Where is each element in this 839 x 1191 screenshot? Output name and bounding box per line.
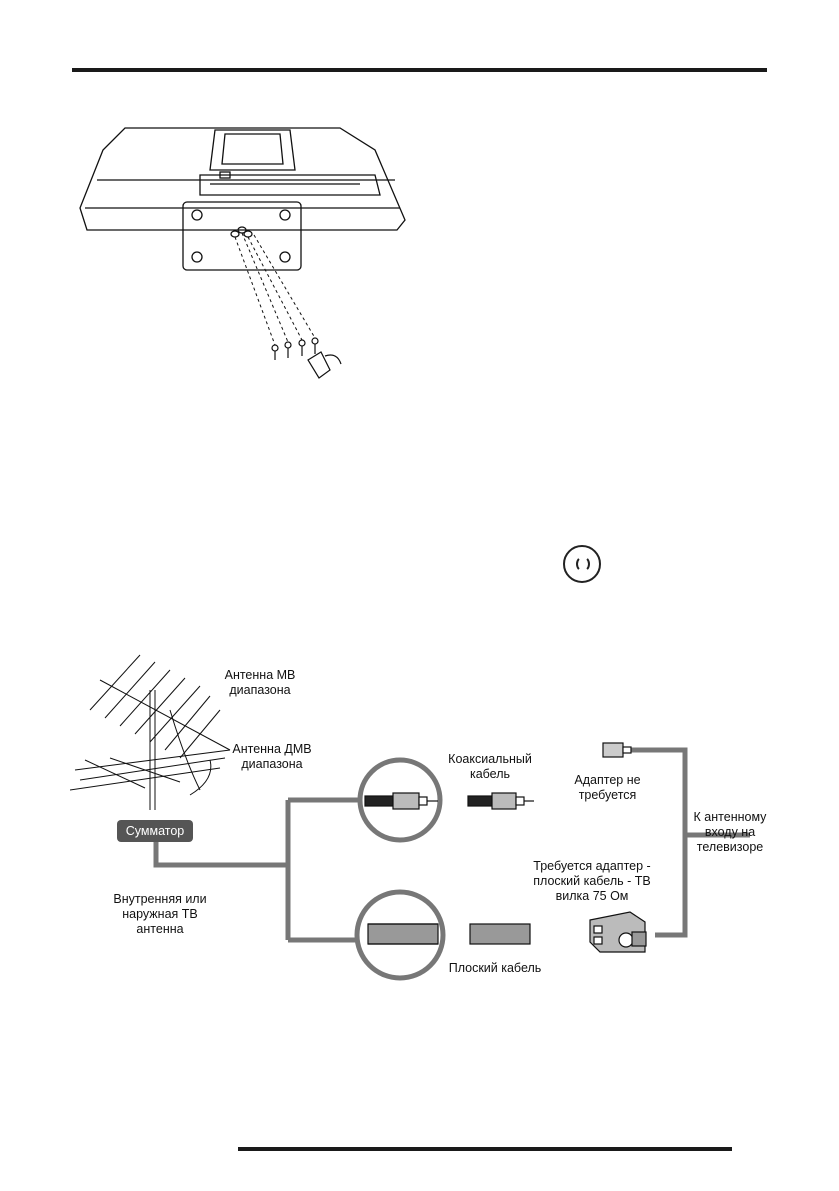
power-icon — [563, 545, 601, 583]
vhf-antenna-label: Антенна МВ диапазона — [224, 668, 296, 697]
antenna-connection-diagram — [70, 654, 750, 981]
coaxial-cable-label: Коаксиальный кабель — [448, 752, 532, 781]
antenna-type-label: Внутренняя или наружная ТВ антенна — [113, 892, 207, 936]
bottom-rule — [238, 1147, 732, 1151]
adapter-required-label: Требуется адаптер - плоский кабель - ТВ … — [533, 859, 651, 903]
uhf-antenna-label: Антенна ДМВ диапазона — [232, 742, 312, 771]
tv-stand-illustration — [79, 127, 406, 379]
no-adapter-label: Адаптер не требуется — [574, 773, 641, 802]
combiner-label: Сумматор — [117, 820, 193, 842]
top-rule — [72, 68, 767, 72]
antenna-input-label: К антенному входу на телевизоре — [693, 810, 767, 854]
flat-cable-label: Плоский кабель — [448, 961, 542, 975]
